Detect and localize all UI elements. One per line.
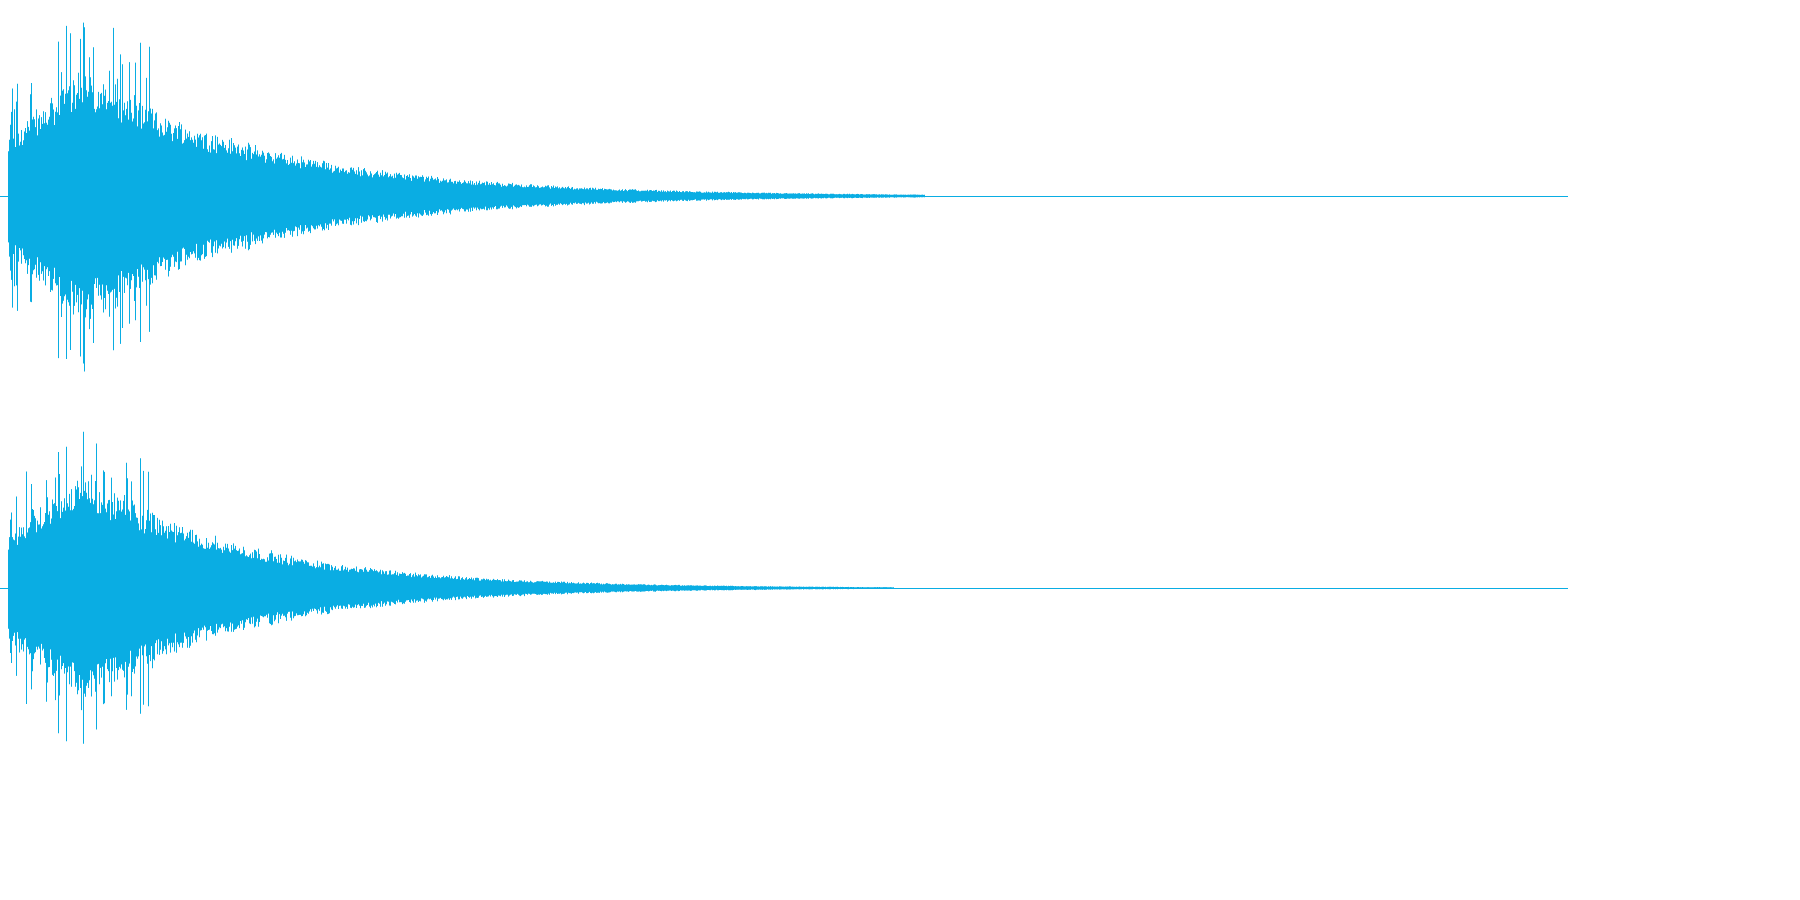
channel-1-signal xyxy=(8,22,925,372)
waveform-svg xyxy=(0,22,1568,744)
channel-1-waveform xyxy=(0,22,1568,372)
channel-2-waveform xyxy=(0,431,1568,744)
channel-2-signal xyxy=(8,431,894,744)
waveform-display xyxy=(0,22,1568,744)
